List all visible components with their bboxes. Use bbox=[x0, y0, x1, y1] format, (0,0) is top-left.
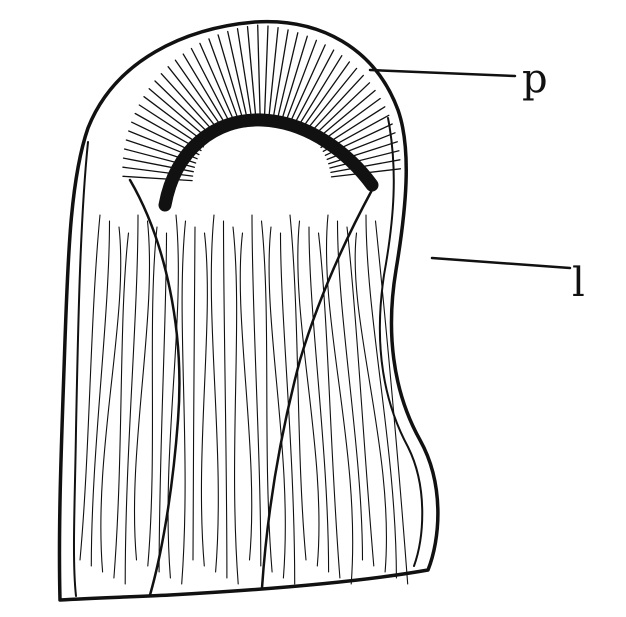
body-striation bbox=[80, 215, 100, 560]
leader-line-upper bbox=[370, 70, 515, 76]
body-striation bbox=[168, 215, 178, 578]
cap-striation bbox=[123, 176, 192, 180]
body-striation bbox=[262, 221, 273, 572]
cap-striation bbox=[287, 40, 317, 119]
cap-striation bbox=[313, 83, 370, 137]
cap-striation bbox=[316, 91, 375, 141]
body-striation bbox=[224, 221, 227, 578]
body-striation bbox=[269, 227, 285, 578]
body-striation bbox=[319, 233, 340, 578]
cap-striation bbox=[265, 26, 268, 115]
body-striation bbox=[211, 215, 218, 572]
body-striation bbox=[233, 227, 238, 584]
cap-striation bbox=[209, 39, 238, 119]
body-striation bbox=[252, 215, 261, 566]
cap-striation bbox=[228, 32, 247, 117]
inner-contour-left bbox=[74, 142, 88, 596]
body-striation bbox=[91, 221, 109, 566]
body-striation bbox=[125, 215, 138, 584]
body-striation bbox=[182, 221, 186, 584]
dark-crescent-band bbox=[165, 120, 372, 205]
cap-striation bbox=[258, 25, 260, 115]
label-lower: l bbox=[572, 260, 585, 306]
body-striation bbox=[240, 233, 252, 560]
body-striations bbox=[80, 215, 408, 584]
cap-striation bbox=[155, 81, 212, 136]
body-striation bbox=[201, 233, 207, 566]
body-striation bbox=[338, 221, 363, 560]
cap-striation bbox=[218, 35, 242, 118]
body-striation bbox=[193, 227, 195, 560]
body-striation bbox=[298, 221, 319, 566]
label-upper: p bbox=[522, 56, 548, 102]
cap-striation bbox=[269, 28, 278, 116]
leader-line-lower bbox=[432, 258, 570, 268]
